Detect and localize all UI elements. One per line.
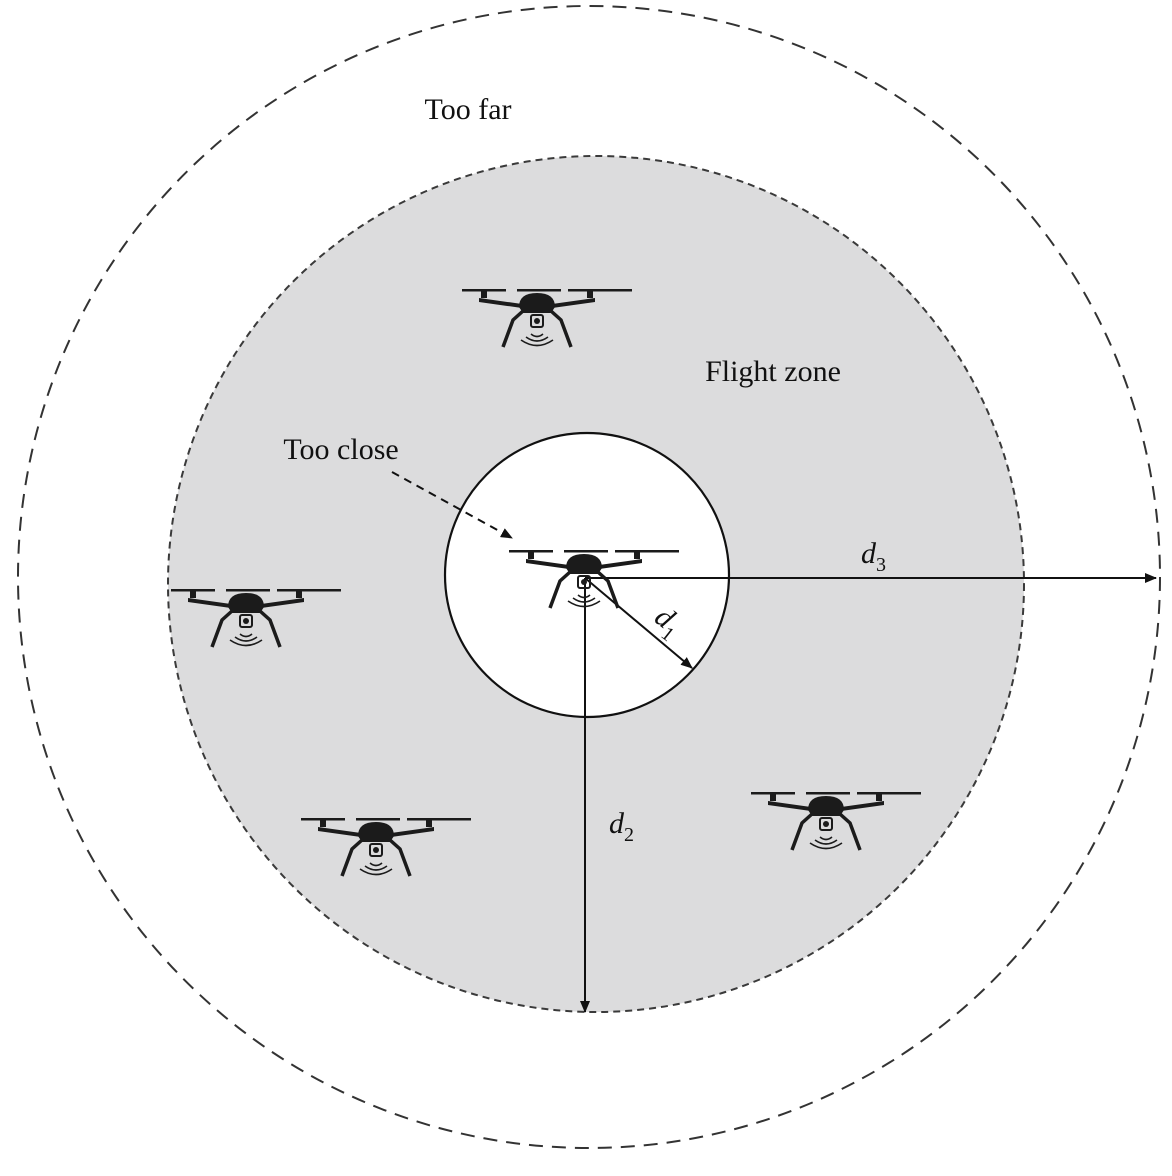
too-far-label: Too far: [424, 93, 511, 126]
d1-arrow: [584, 577, 693, 669]
outer-boundary: [17, 5, 1161, 1149]
too-close-label: Too close: [283, 433, 398, 466]
d3-label: d3: [861, 537, 886, 576]
too-close-pointer: [391, 471, 513, 539]
d2-label: d2: [609, 807, 634, 846]
flight-zone-label: Flight zone: [705, 355, 841, 388]
